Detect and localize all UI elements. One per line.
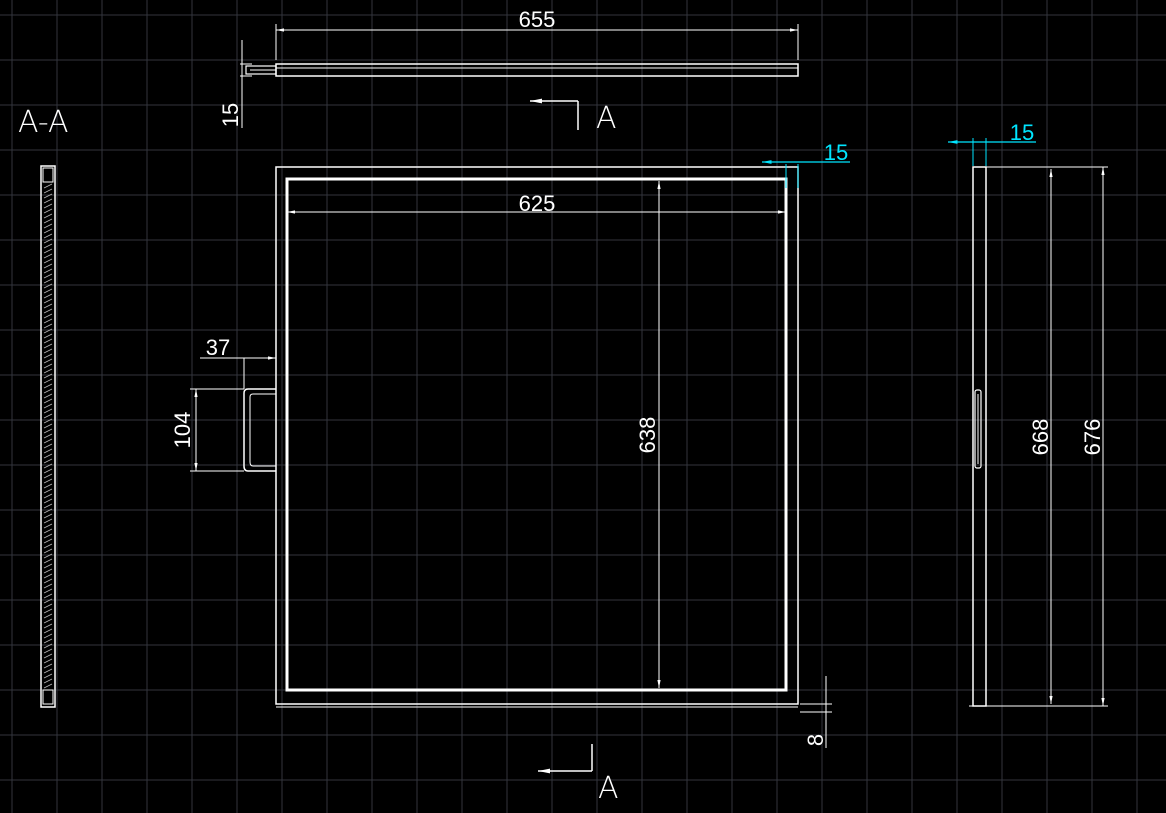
- dim-frame-right: 15: [824, 140, 848, 165]
- section-title: A-A: [18, 105, 69, 140]
- side-thickness-dim: [948, 138, 1036, 166]
- dim-handle-depth: 37: [206, 335, 230, 360]
- dim-top-thickness: 15: [218, 103, 243, 127]
- dim-inner-width: 625: [519, 191, 556, 216]
- section-marker-bottom-label: A: [598, 771, 619, 806]
- front-frame-dim: [762, 160, 850, 188]
- dim-handle-height: 104: [170, 412, 195, 449]
- dim-side-thickness: 15: [1010, 120, 1034, 145]
- section-view: [40, 165, 56, 708]
- section-hatch: [43, 183, 53, 689]
- dim-side-inner-height: 668: [1028, 419, 1053, 456]
- section-marker-top: [530, 98, 579, 130]
- section-marker-top-label: A: [596, 101, 617, 136]
- dim-inner-height: 638: [635, 417, 660, 454]
- dim-bottom-offset: 8: [803, 734, 828, 746]
- section-marker-bottom: [538, 744, 593, 774]
- dim-top-width: 655: [519, 7, 556, 32]
- top-view: [240, 24, 799, 128]
- dim-side-outer-height: 676: [1080, 419, 1105, 456]
- front-view: [190, 166, 832, 748]
- side-view: [969, 166, 1108, 707]
